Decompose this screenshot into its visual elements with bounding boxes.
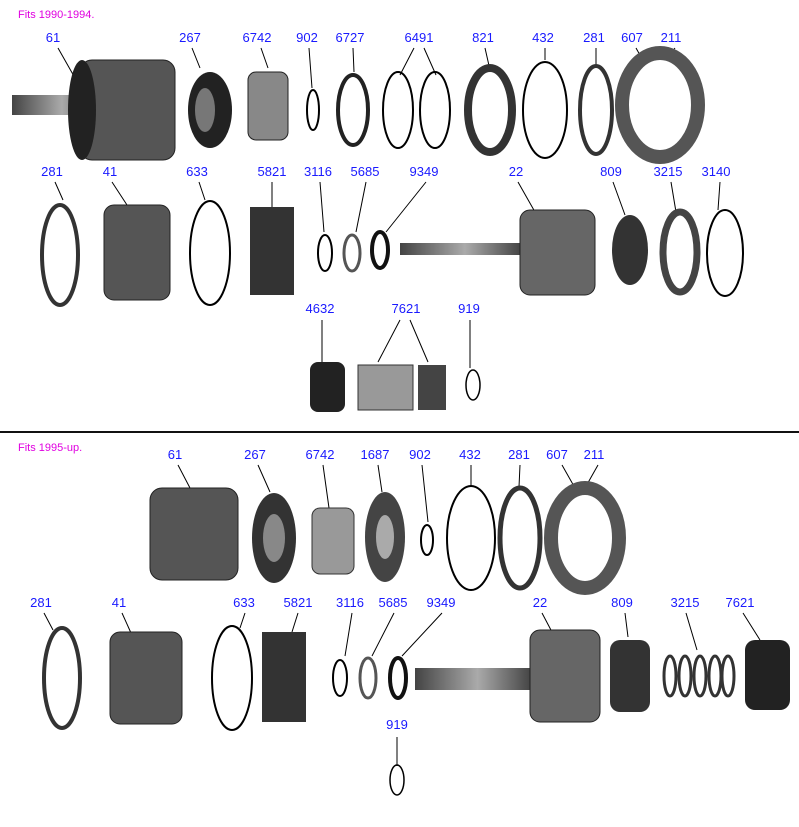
part-label-267[interactable]: 267 <box>179 30 201 45</box>
part-label-9349[interactable]: 9349 <box>426 595 456 610</box>
part-label-61[interactable]: 61 <box>45 30 61 45</box>
part-label-211[interactable]: 211 <box>583 447 605 462</box>
part-label-281[interactable]: 281 <box>583 30 605 45</box>
part-label-267[interactable]: 267 <box>244 447 266 462</box>
part-label-7621[interactable]: 7621 <box>725 595 755 610</box>
part-label-902[interactable]: 902 <box>296 30 318 45</box>
part-label-6491[interactable]: 6491 <box>404 30 434 45</box>
part-label-5685[interactable]: 5685 <box>350 164 380 179</box>
part-label-1687[interactable]: 1687 <box>360 447 390 462</box>
part-label-607[interactable]: 607 <box>546 447 568 462</box>
part-label-3140[interactable]: 3140 <box>701 164 731 179</box>
part-label-5821[interactable]: 5821 <box>283 595 313 610</box>
part-label-6727[interactable]: 6727 <box>335 30 365 45</box>
section-divider <box>0 431 799 433</box>
fitment-caption-1995-up: Fits 1995-up. <box>18 442 83 454</box>
part-label-902[interactable]: 902 <box>409 447 431 462</box>
part-label-3116[interactable]: 3116 <box>336 595 364 610</box>
part-label-7621[interactable]: 7621 <box>391 301 421 316</box>
part-label-633[interactable]: 633 <box>233 595 255 610</box>
part-label-919[interactable]: 919 <box>386 717 408 732</box>
part-label-6742[interactable]: 6742 <box>242 30 272 45</box>
part-label-607[interactable]: 607 <box>621 30 643 45</box>
part-label-41[interactable]: 41 <box>111 595 127 610</box>
part-label-281[interactable]: 281 <box>41 164 63 179</box>
part-label-633[interactable]: 633 <box>186 164 208 179</box>
part-label-3215[interactable]: 3215 <box>670 595 700 610</box>
part-label-5821[interactable]: 5821 <box>257 164 287 179</box>
part-label-41[interactable]: 41 <box>102 164 118 179</box>
part-label-4632[interactable]: 4632 <box>305 301 335 316</box>
part-label-281[interactable]: 281 <box>508 447 530 462</box>
parts-1990-1994 <box>12 46 744 412</box>
part-label-61[interactable]: 61 <box>167 447 183 462</box>
fitment-caption-1990-1994: Fits 1990-1994. <box>18 9 95 21</box>
leader-lines <box>43 47 761 766</box>
part-label-281[interactable]: 281 <box>30 595 52 610</box>
part-label-6742[interactable]: 6742 <box>305 447 335 462</box>
part-label-432[interactable]: 432 <box>459 447 481 462</box>
part-label-432[interactable]: 432 <box>532 30 554 45</box>
part-label-919[interactable]: 919 <box>458 301 480 316</box>
part-label-22[interactable]: 22 <box>508 164 524 179</box>
part-label-809[interactable]: 809 <box>611 595 633 610</box>
part-label-211[interactable]: 211 <box>660 30 682 45</box>
part-label-5685[interactable]: 5685 <box>378 595 408 610</box>
part-label-821[interactable]: 821 <box>472 30 494 45</box>
part-label-3215[interactable]: 3215 <box>653 164 683 179</box>
part-label-9349[interactable]: 9349 <box>409 164 439 179</box>
part-label-3116[interactable]: 3116 <box>304 164 332 179</box>
parts-1995-up <box>42 481 790 796</box>
part-label-809[interactable]: 809 <box>600 164 622 179</box>
part-label-22[interactable]: 22 <box>532 595 548 610</box>
